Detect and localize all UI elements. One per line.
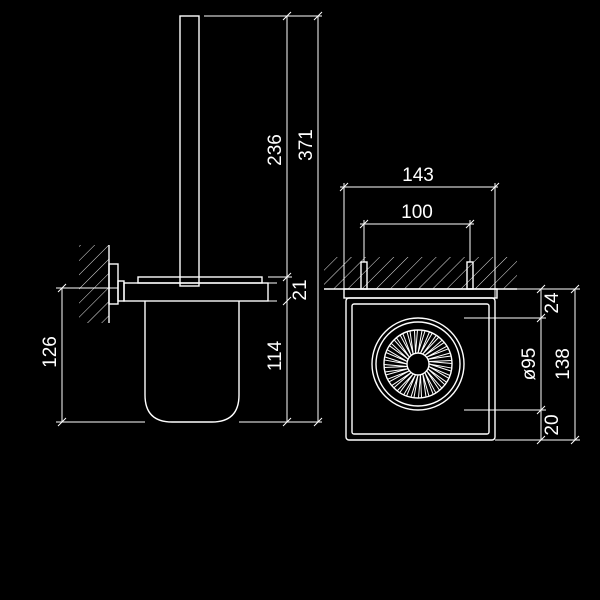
bristle-line (384, 368, 409, 376)
dim-brush-height: 236 (204, 11, 292, 282)
dim-overall-depth: 138 (553, 284, 580, 445)
dim-holder-height: 114 (239, 301, 322, 427)
bristle-line (384, 356, 408, 365)
bristle-line (427, 368, 447, 386)
holder-circle-outer (371, 317, 465, 411)
bristle-line (426, 345, 449, 358)
dim-overall-height: 371 (290, 11, 323, 427)
mount-plate (343, 288, 498, 299)
dim-bottom-offset: 20 (536, 410, 563, 445)
bristle-line (428, 359, 453, 365)
dim-holder-height-label: 114 (265, 340, 286, 371)
bristle-line (424, 339, 445, 356)
bristle-line (422, 373, 430, 398)
bristle-line (427, 352, 452, 360)
dim-overall-width-label: 143 (402, 165, 434, 186)
holder-circle-inner (375, 321, 461, 407)
bristle-line (383, 363, 408, 369)
holder-frame-outer (345, 297, 496, 441)
bristle-line (393, 337, 410, 358)
dim-mount-height: 126 (40, 283, 145, 427)
bristle-line (385, 349, 408, 363)
dim-mount-spacing-label: 100 (401, 202, 433, 223)
dim-holder-diameter-label: ø95 (519, 348, 540, 381)
bristle-line (417, 374, 423, 399)
bristle-line (410, 374, 419, 398)
bristle-line (396, 373, 414, 393)
bristle-line (399, 333, 412, 356)
dim-mount-spacing: 100 (359, 202, 475, 262)
top-wall-hatch (324, 257, 517, 289)
side-view: 236 371 21 114 (40, 11, 323, 427)
dim-bottom-offset-label: 20 (542, 414, 563, 435)
bristle-line (387, 370, 410, 383)
top-view: 143 100 ø95 24 (324, 165, 580, 445)
bristle-line (413, 329, 419, 354)
bristle-line (406, 330, 414, 355)
bristle-line (428, 365, 451, 379)
bristle-line (403, 374, 417, 397)
bristle-line (428, 363, 452, 372)
dim-overall-width: 143 (339, 165, 500, 298)
holder-lid (137, 276, 263, 284)
dim-holder-diameter: ø95 (519, 313, 546, 415)
dim-brush-height-label: 236 (265, 134, 286, 166)
bristle-line (426, 370, 443, 391)
dim-overall-depth-label: 138 (553, 348, 574, 380)
bristle-line (417, 330, 426, 354)
holder-frame-inner (351, 303, 490, 435)
dim-overall-height-label: 371 (296, 129, 317, 161)
bristle-line (391, 372, 412, 389)
holder-cup (144, 301, 240, 423)
wall-arm (117, 280, 125, 302)
bristle-line (389, 342, 409, 360)
dim-wall-offset: 24 (536, 284, 563, 318)
brush-head (383, 329, 453, 399)
dim-lid-thickness: 21 (268, 276, 311, 306)
wall-plate (108, 263, 119, 305)
holder-ring (123, 282, 269, 302)
bristle-line (419, 331, 433, 354)
dim-mount-height-label: 126 (40, 336, 61, 368)
side-wall-hatch (79, 245, 109, 323)
dim-lid-thickness-label: 21 (290, 279, 311, 300)
brush-handle (179, 15, 200, 287)
dim-wall-offset-label: 24 (542, 292, 563, 314)
bristle-line (422, 335, 440, 355)
bristle-line (424, 372, 437, 395)
